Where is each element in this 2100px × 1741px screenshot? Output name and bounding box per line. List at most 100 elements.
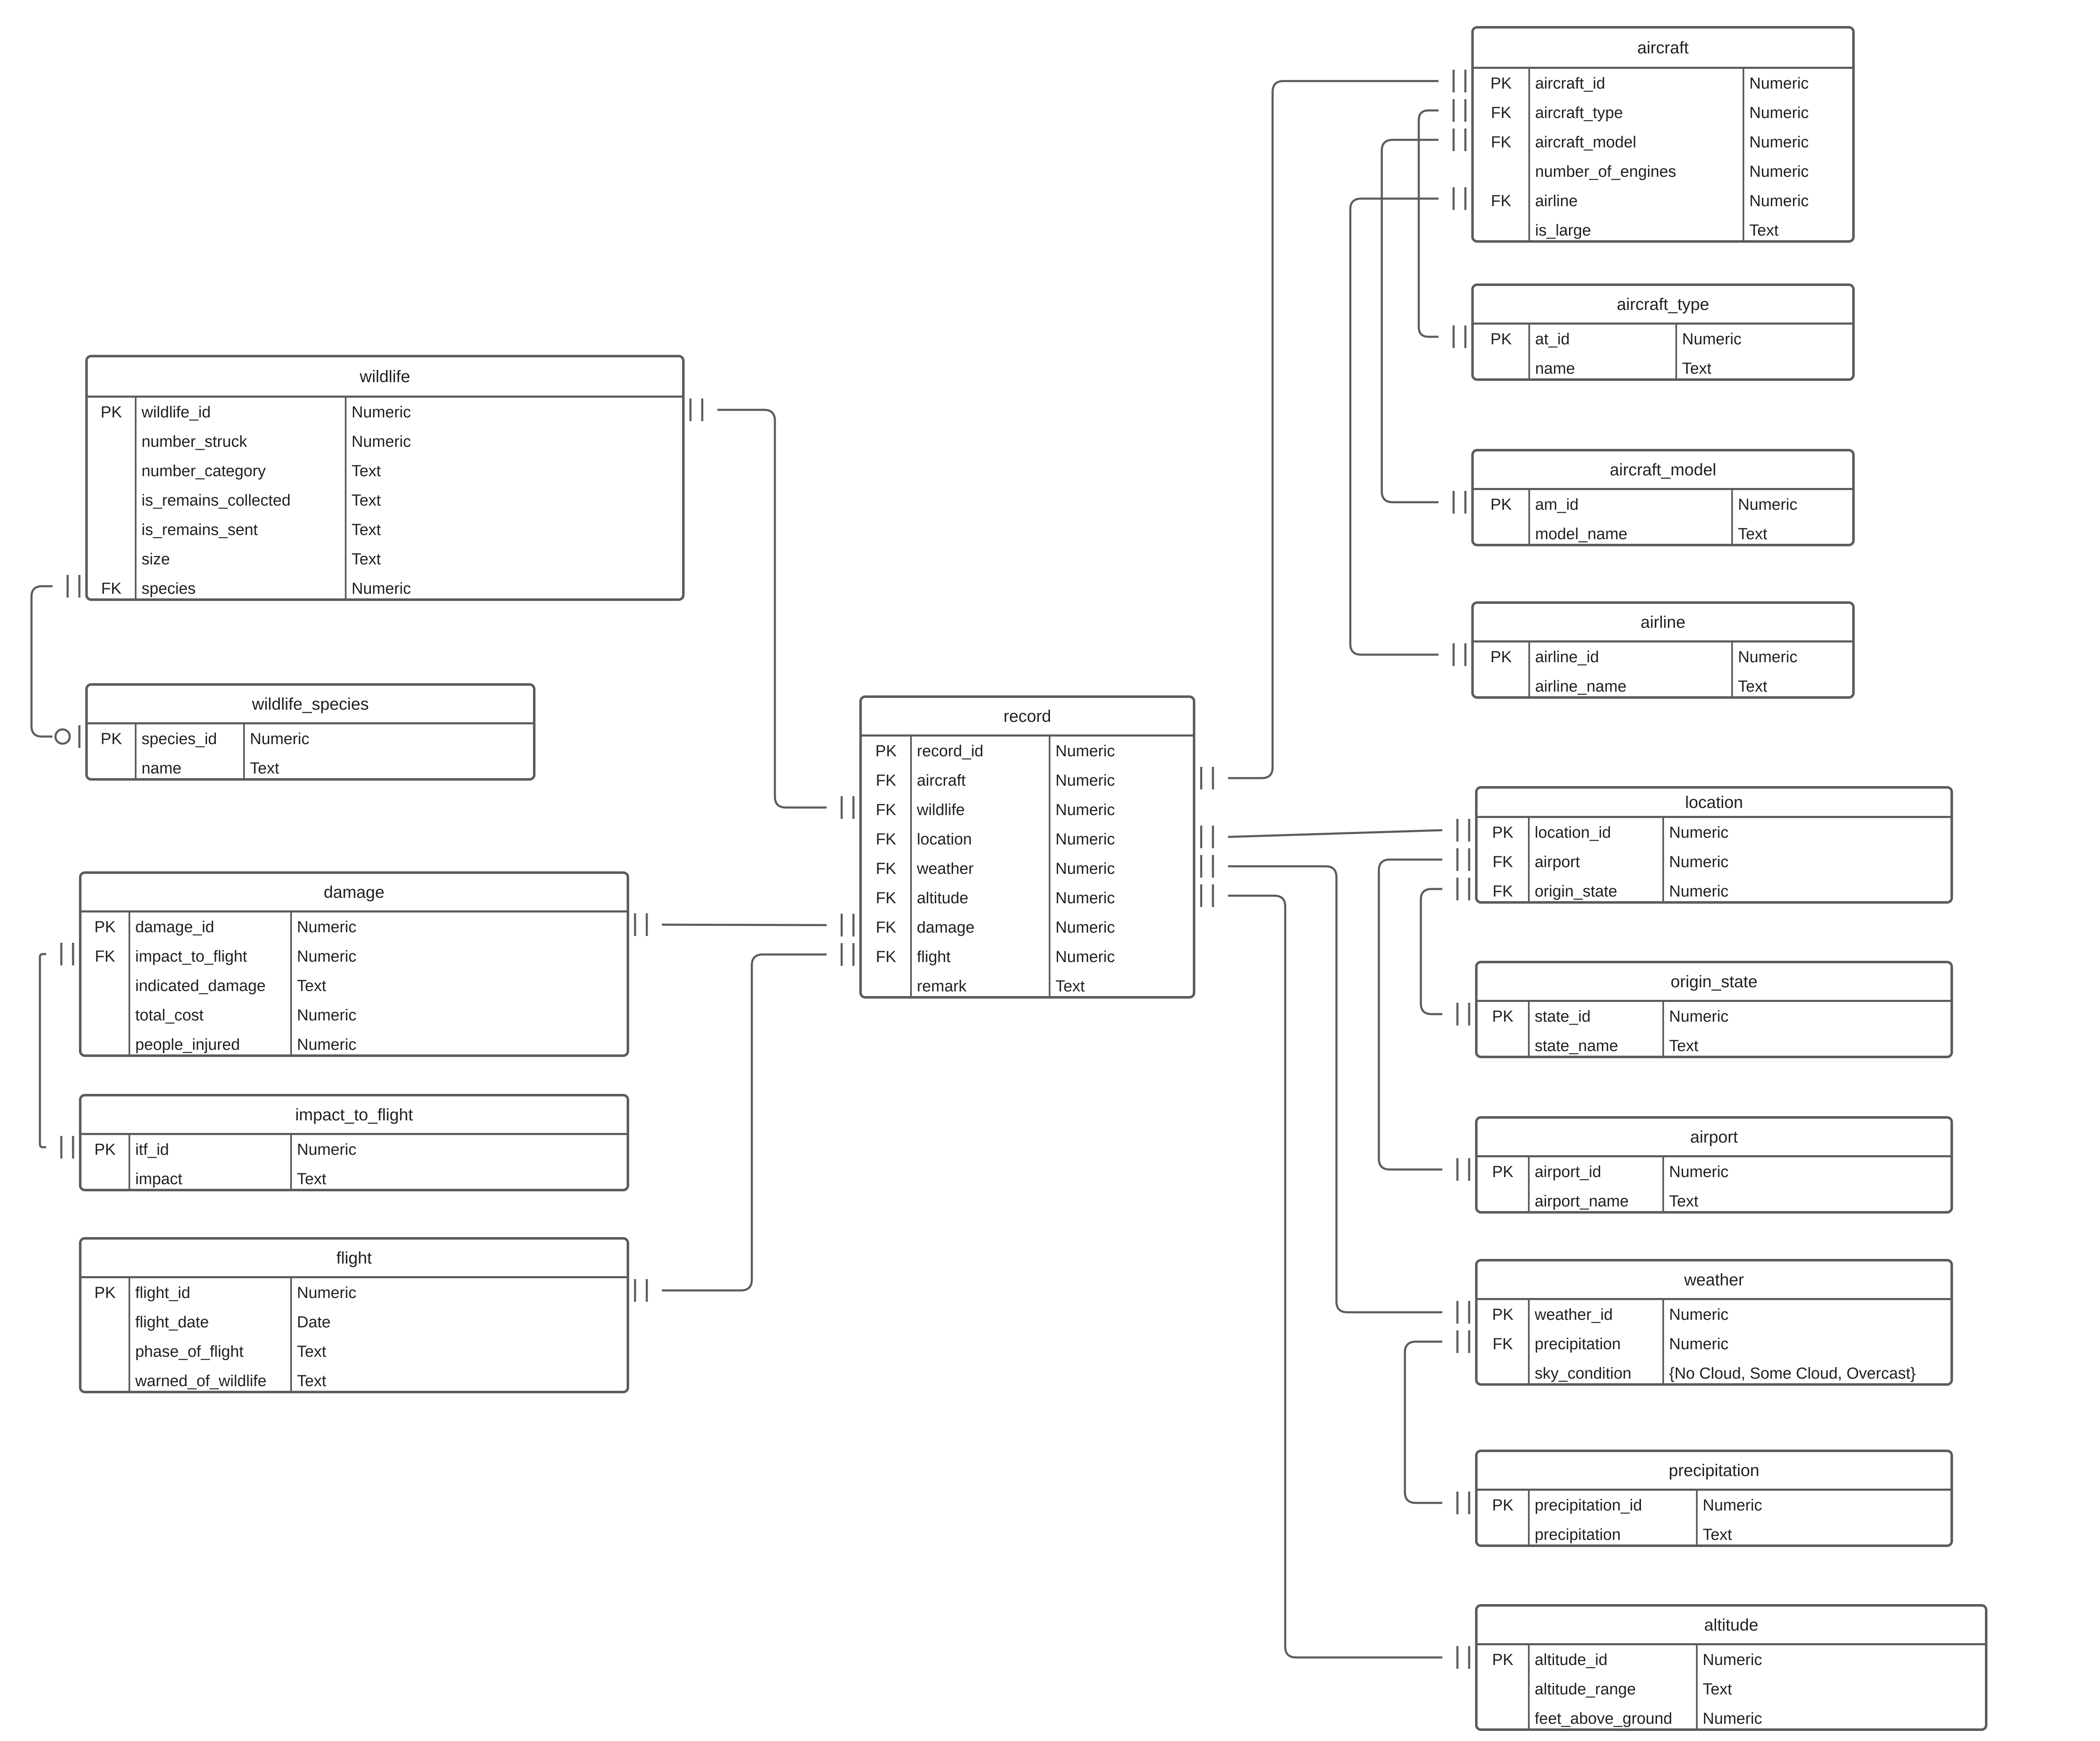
primary-key-badge: PK [1492, 1651, 1514, 1669]
key-blank [81, 1337, 129, 1366]
attribute-name: species_id [135, 724, 243, 754]
key-blank [1478, 1031, 1528, 1056]
key-blank [81, 1164, 129, 1189]
foreign-key-badge: FK [876, 948, 896, 966]
attribute-name: itf_id [129, 1135, 290, 1164]
attribute-name: total_cost [129, 1001, 290, 1030]
attribute-type: Numeric [1731, 642, 1852, 672]
attribute-name: weather [910, 854, 1049, 884]
attribute-name: airport_name [1528, 1187, 1662, 1211]
attribute-type: Numeric [1743, 98, 1852, 128]
attribute-name: at_id [1528, 325, 1675, 354]
primary-key-badge: PK [1492, 1306, 1514, 1324]
primary-key-badge: PK [1490, 648, 1512, 666]
attribute-type: Numeric [1662, 847, 1950, 877]
primary-key-badge: PK [100, 730, 122, 748]
attribute-type: Numeric [1696, 1491, 1950, 1520]
entity-title: flight [81, 1240, 627, 1278]
primary-key-badge: PK [94, 918, 116, 936]
entity-title: damage [81, 874, 627, 912]
attribute-row[interactable]: sky_condition{No Cloud, Some Cloud, Over… [1478, 1359, 1950, 1383]
foreign-key-badge: FK [876, 830, 896, 848]
attribute-name: remark [910, 972, 1049, 996]
attribute-type: Numeric [290, 1001, 627, 1030]
key-blank [81, 971, 129, 1001]
